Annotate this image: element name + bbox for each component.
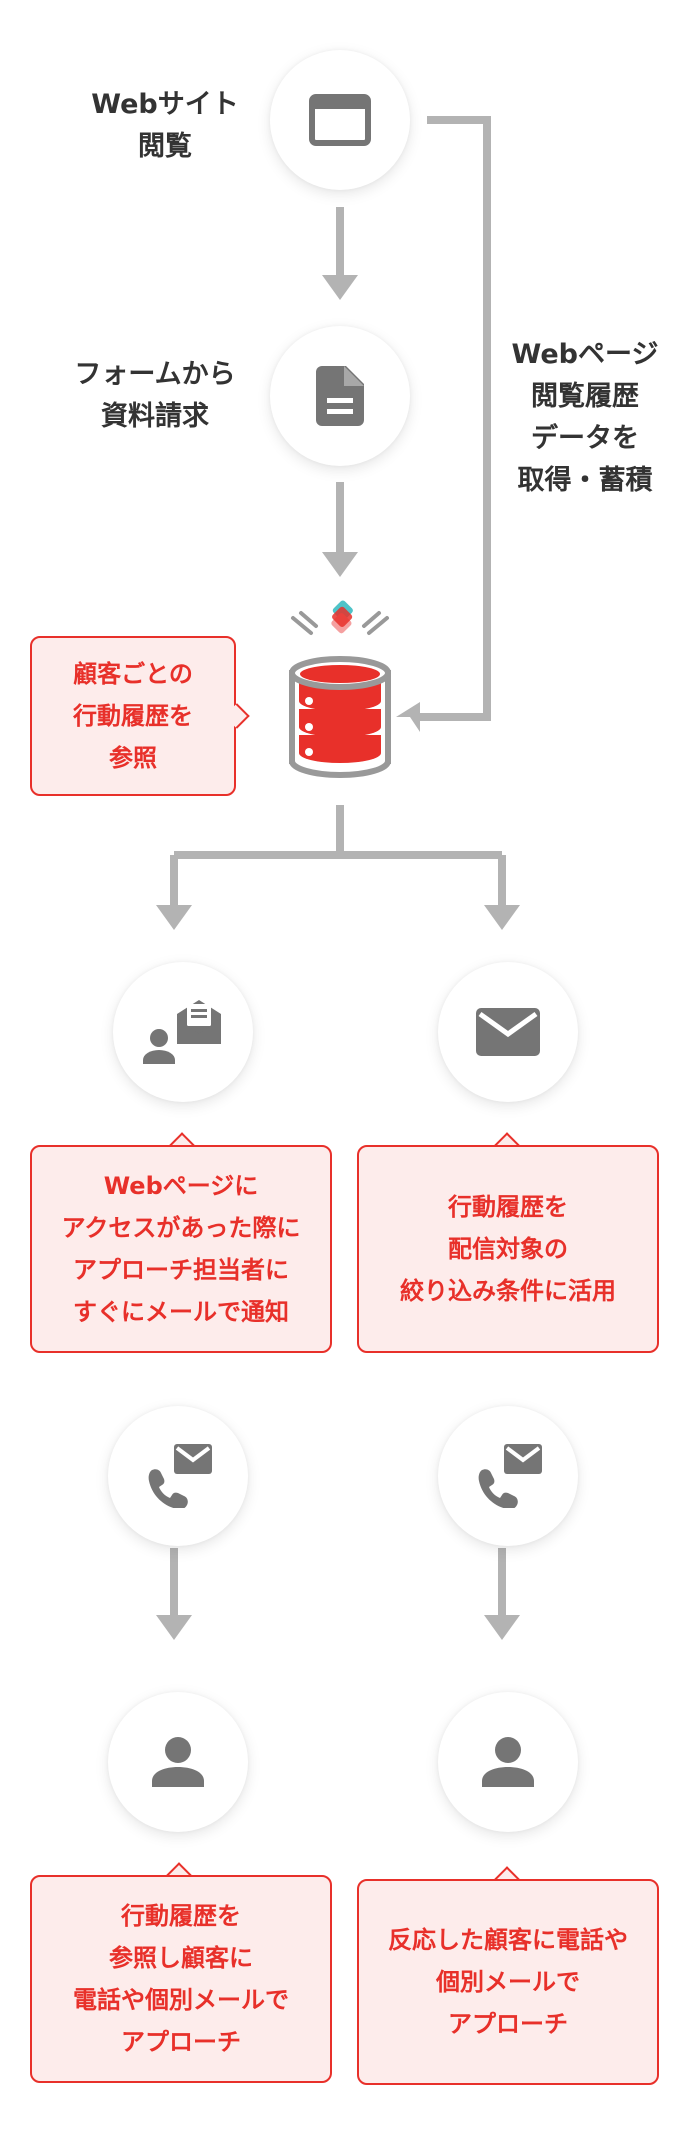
arrow-db-split: [170, 805, 506, 908]
arrow-browse-to-db: [418, 116, 491, 721]
left-approach-text: 行動履歴を 参照し顧客に 電話や個別メールで アプローチ: [73, 1902, 289, 2056]
mail-icon: [476, 1008, 540, 1056]
browser-window-icon: [309, 94, 371, 146]
arrowhead-left: [156, 905, 192, 930]
arrowhead-form: [322, 275, 358, 300]
person-mail-step: [113, 962, 253, 1102]
arrowhead-db: [322, 552, 358, 577]
left-approach-bubble: 行動履歴を 参照し顧客に 電話や個別メールで アプローチ: [30, 1875, 332, 2083]
right-approach-bubble: 反応した顧客に電話や 個別メールで アプローチ: [357, 1879, 659, 2085]
right-filter-text: 行動履歴を 配信対象の 絞り込み条件に活用: [400, 1193, 616, 1305]
browse-label: Webサイト 閲覧: [91, 89, 239, 162]
person-icon: [152, 1737, 204, 1787]
database-icon: [289, 600, 391, 778]
arrowhead-side: [396, 702, 420, 732]
arrowhead-left-person: [156, 1615, 192, 1640]
db-reference-bubble: 顧客ごとの 行動履歴を 参照: [30, 636, 236, 796]
phone-mail-icon: [148, 1444, 212, 1508]
browse-step: [270, 50, 410, 190]
form-step: [270, 326, 410, 466]
mail-step: [438, 962, 578, 1102]
phone-mail-icon: [478, 1444, 542, 1508]
person-mail-icon: [143, 1000, 221, 1064]
left-person-step: [108, 1692, 248, 1832]
right-phone-mail-step: [438, 1406, 578, 1546]
arrowhead-right: [484, 905, 520, 930]
arrowhead-right-person: [484, 1615, 520, 1640]
tail-mask: [173, 1137, 193, 1151]
left-notify-text: Webページに アクセスがあった際に アプローチ担当者に すぐにメールで通知: [61, 1172, 301, 1326]
form-label: フォームから 資料請求: [74, 359, 236, 432]
right-person-step: [438, 1692, 578, 1832]
db-reference-text: 顧客ごとの 行動履歴を 参照: [73, 660, 193, 772]
left-phone-mail-step: [108, 1406, 248, 1546]
history-acquire-label: Webページ 閲覧履歴 データを 取得・蓄積: [511, 339, 659, 496]
right-filter-bubble: 行動履歴を 配信対象の 絞り込み条件に活用: [357, 1145, 659, 1353]
person-icon: [482, 1737, 534, 1787]
right-approach-text: 反応した顧客に電話や 個別メールで アプローチ: [388, 1926, 628, 2038]
left-notify-bubble: Webページに アクセスがあった際に アプローチ担当者に すぐにメールで通知: [30, 1145, 332, 1353]
document-icon: [316, 366, 364, 426]
